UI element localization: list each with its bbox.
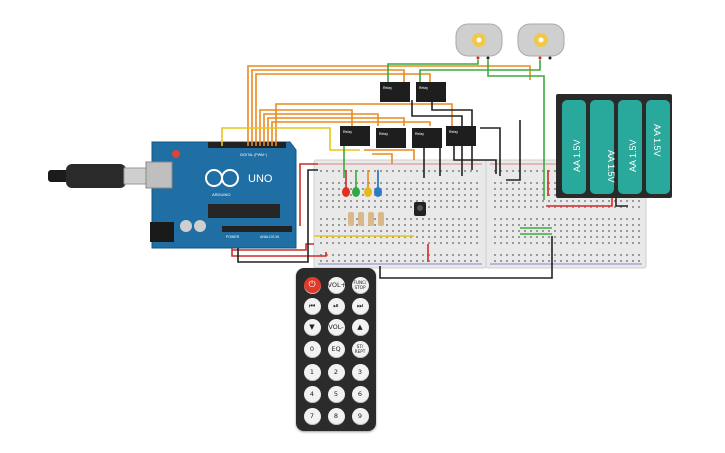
battery-cell-2 (590, 100, 614, 194)
relay-5[interactable]: Relay (412, 128, 442, 148)
digital-header (208, 142, 286, 148)
battery-cell-3 (618, 100, 642, 194)
battery-cell-4 (646, 100, 670, 194)
remote-button-20[interactable]: 9 (351, 408, 369, 425)
wires (221, 60, 628, 279)
battery-cell-2-label: AA 1.5V (606, 150, 616, 183)
leds (342, 187, 382, 197)
led-blue[interactable] (374, 187, 382, 197)
svg-text:Relay: Relay (383, 86, 392, 90)
remote-button-19[interactable]: 8 (327, 408, 345, 425)
battery-pack[interactable]: AA 1.5V AA 1.5V AA 1.5V AA 1.5V (556, 94, 672, 198)
remote-button-9[interactable]: 0 (303, 341, 321, 358)
remote-button-14[interactable]: 3 (351, 364, 369, 381)
relay-6[interactable]: Relay (446, 126, 476, 146)
analog-header (222, 226, 292, 232)
remote-button-11[interactable]: ST/ REPT (351, 341, 369, 358)
remote-button-4[interactable]: ⏯ (327, 298, 345, 315)
battery-cell-1 (562, 100, 586, 194)
svg-text:Relay: Relay (415, 132, 424, 136)
dc-motor-2[interactable] (517, 23, 565, 60)
remote-button-8[interactable]: ▲ (351, 319, 369, 336)
dc-motor-1[interactable] (455, 23, 503, 60)
battery-cell-3-label: AA 1.5V (628, 139, 638, 172)
resistors (348, 212, 384, 226)
remote-button-3[interactable]: ⏮ (303, 298, 321, 315)
battery-cell-4-label: AA 1.5V (652, 124, 662, 157)
remote-button-6[interactable]: ▼ (303, 319, 321, 336)
relay-3[interactable]: Relay (340, 126, 370, 146)
breadboard-left (313, 159, 487, 269)
remote-button-0[interactable]: ⏻ (303, 277, 321, 294)
relay-1[interactable]: Relay (380, 82, 410, 102)
reset-button (172, 150, 180, 158)
led-green[interactable] (352, 187, 360, 197)
remote-button-7[interactable]: VOL- (327, 319, 345, 336)
battery-cell-1-label: AA 1.5V (572, 139, 582, 172)
resistor-1 (348, 212, 354, 226)
relay-2[interactable]: Relay (416, 82, 446, 102)
remote-button-17[interactable]: 6 (351, 386, 369, 403)
ir-receiver[interactable] (414, 202, 426, 216)
resistor-4 (378, 212, 384, 226)
analog-label: ANALOG IN (260, 235, 280, 239)
arduino-uno-board[interactable]: UNO ARDUINO DIGITAL (PWM~) POWER ANALOG … (145, 141, 297, 249)
power-jack (150, 222, 174, 242)
remote-button-18[interactable]: 7 (303, 408, 321, 425)
led-red[interactable] (342, 187, 350, 197)
remote-button-10[interactable]: EQ (327, 341, 345, 358)
resistor-2 (358, 212, 364, 226)
svg-text:Relay: Relay (343, 130, 352, 134)
relays: Relay Relay Relay Relay Relay Relay (340, 82, 476, 148)
resistor-3 (368, 212, 374, 226)
svg-text:Relay: Relay (419, 86, 428, 90)
usb-port (145, 161, 173, 189)
svg-text:Relay: Relay (379, 132, 388, 136)
remote-button-5[interactable]: ⏭ (351, 298, 369, 315)
power-label: POWER (226, 235, 240, 239)
relay-4[interactable]: Relay (376, 128, 406, 148)
remote-button-13[interactable]: 2 (327, 364, 345, 381)
remote-button-1[interactable]: VOL+ (327, 277, 346, 294)
digital-header-label: DIGITAL (PWM~) (240, 153, 267, 157)
arduino-brand-label: ARDUINO (212, 192, 230, 197)
atmega-chip (208, 204, 280, 218)
remote-button-12[interactable]: 1 (303, 364, 321, 381)
remote-button-15[interactable]: 4 (303, 386, 321, 403)
remote-button-2[interactable]: FUNC/ STOP (351, 277, 369, 294)
remote-button-16[interactable]: 5 (327, 386, 345, 403)
led-yellow[interactable] (364, 187, 372, 197)
svg-text:Relay: Relay (449, 130, 458, 134)
arduino-model-label: UNO (248, 173, 273, 185)
